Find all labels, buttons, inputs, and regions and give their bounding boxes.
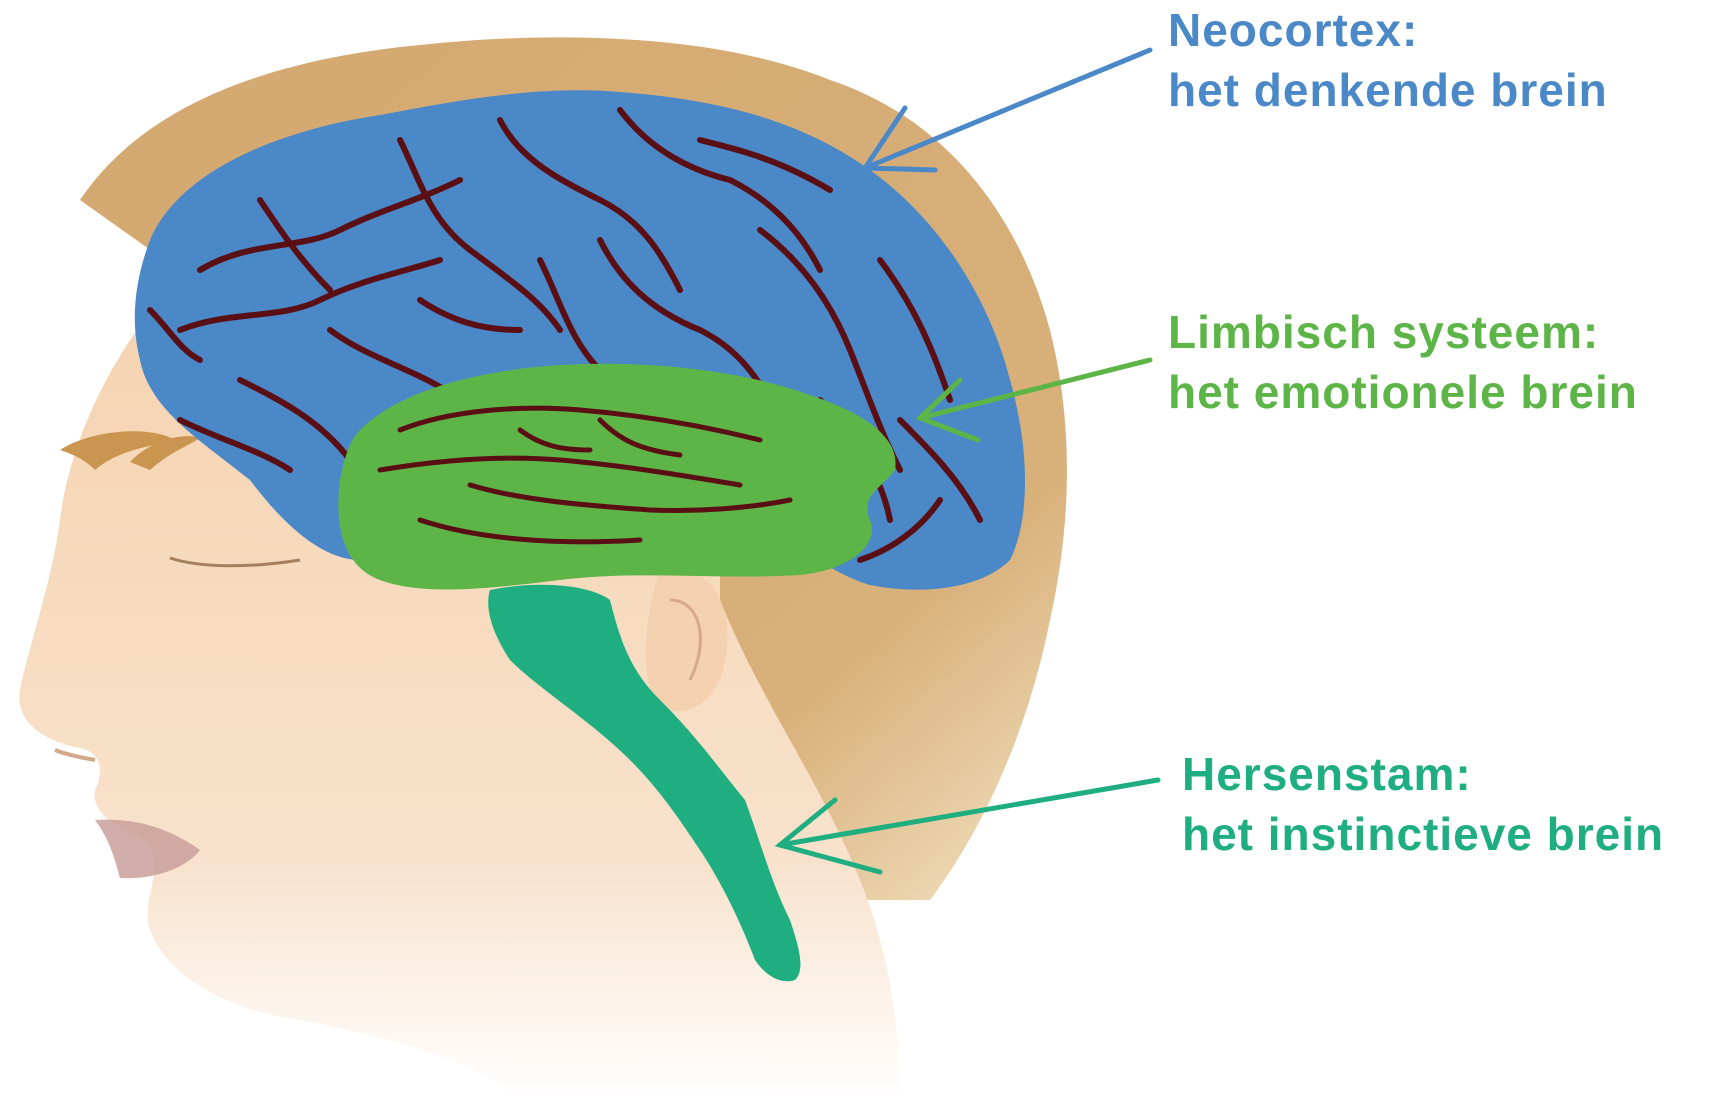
neocortex-title: Neocortex: — [1168, 0, 1608, 60]
limbic-title: Limbisch systeem: — [1168, 302, 1638, 362]
brainstem-label: Hersenstam: het instinctieve brein — [1182, 744, 1664, 864]
limbic-subtitle: het emotionele brein — [1168, 362, 1638, 422]
neocortex-label: Neocortex: het denkende brein — [1168, 0, 1608, 120]
limbic-region — [338, 364, 895, 590]
brainstem-title: Hersenstam: — [1182, 744, 1664, 804]
neocortex-arrow — [865, 50, 1150, 170]
brainstem-subtitle: het instinctieve brein — [1182, 804, 1664, 864]
limbic-label: Limbisch systeem: het emotionele brein — [1168, 302, 1638, 422]
neocortex-subtitle: het denkende brein — [1168, 60, 1608, 120]
nose — [55, 750, 95, 760]
